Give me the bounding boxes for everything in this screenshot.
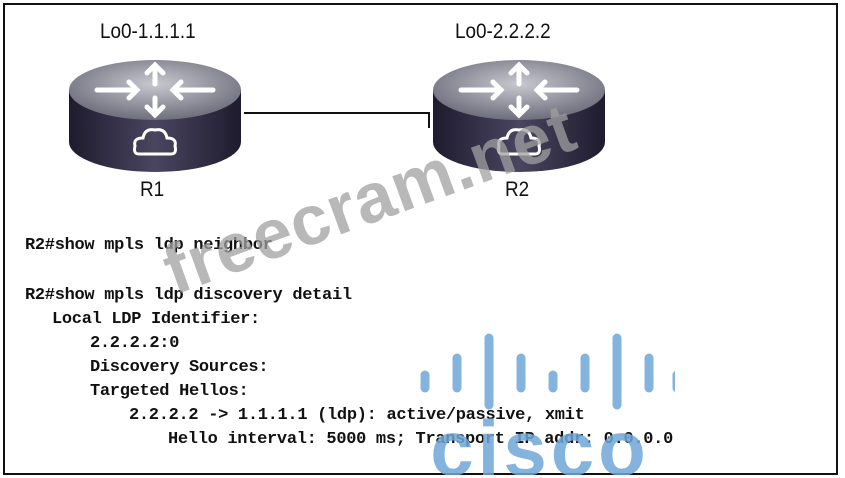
cli-line: R2#show mpls ldp discovery detail <box>25 286 352 305</box>
cli-line: R2#show mpls ldp neighbor <box>25 236 273 255</box>
frame-border <box>3 3 838 475</box>
r1-r2-link <box>244 112 430 114</box>
router-r1-icon <box>69 60 241 172</box>
r1-label: R1 <box>140 178 165 201</box>
r2-loopback-label: Lo0-2.2.2.2 <box>455 20 551 43</box>
cli-line: Targeted Hellos: <box>90 382 249 401</box>
r1-loopback-label: Lo0-1.1.1.1 <box>100 20 196 43</box>
cli-line: Hello interval: 5000 ms; Transport IP ad… <box>168 430 673 449</box>
cli-line: 2.2.2.2:0 <box>90 334 180 353</box>
cisco-logo-icon: cisco <box>420 333 675 475</box>
cli-line: 2.2.2.2 -> 1.1.1.1 (ldp): active/passive… <box>129 406 585 425</box>
cli-line: Discovery Sources: <box>90 358 269 377</box>
link-drop <box>428 112 430 128</box>
cli-line: Local LDP Identifier: <box>52 310 260 329</box>
svg-text:cisco: cisco <box>430 404 649 475</box>
r2-label: R2 <box>505 178 530 201</box>
router-r2-icon <box>433 60 605 172</box>
